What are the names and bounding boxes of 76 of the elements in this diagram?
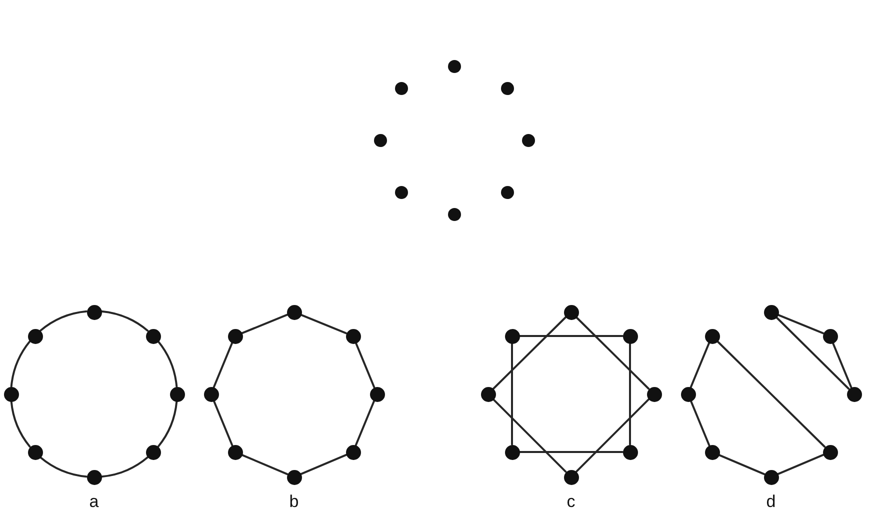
dot: [228, 328, 242, 344]
connecting-line: [354, 400, 376, 446]
connecting-line: [212, 400, 234, 446]
connecting-line: [518, 335, 624, 337]
connecting-line: [575, 398, 650, 473]
dot: [170, 386, 184, 402]
dot: [286, 304, 302, 320]
dot: [500, 186, 514, 198]
connecting-line: [716, 340, 826, 448]
panel-label: d: [766, 492, 776, 512]
dot: [764, 304, 778, 320]
dot: [504, 444, 520, 460]
connecting-line: [518, 451, 624, 453]
connecting-line: [832, 342, 852, 388]
connecting-line: [690, 400, 710, 446]
dot: [764, 470, 778, 484]
dot: [504, 328, 520, 344]
dot: [646, 386, 662, 402]
arc-line: [100, 456, 149, 478]
dot: [822, 328, 838, 344]
panel-label: c: [566, 492, 576, 512]
arc-line: [157, 400, 178, 448]
dot: [704, 328, 720, 344]
arc-line: [10, 400, 31, 448]
dot: [346, 444, 360, 460]
dot: [846, 386, 862, 402]
connecting-line: [776, 314, 824, 334]
connecting-line: [212, 342, 234, 388]
dot: [822, 444, 838, 460]
arc-line: [157, 340, 178, 388]
dot: [370, 386, 384, 402]
dot: [204, 386, 218, 402]
connecting-line: [575, 316, 650, 390]
dot: [86, 470, 102, 484]
dot: [564, 304, 578, 320]
dot: [522, 134, 534, 146]
dot: [480, 386, 496, 402]
dot: [28, 328, 42, 344]
connecting-line: [511, 342, 513, 446]
dot: [4, 386, 18, 402]
connecting-line: [354, 342, 376, 388]
connecting-line: [240, 314, 288, 334]
dot: [500, 82, 514, 94]
connecting-line: [718, 454, 766, 476]
dot: [448, 208, 460, 220]
connecting-line: [492, 398, 567, 473]
dot: [228, 444, 242, 460]
arc-line: [39, 310, 88, 332]
connecting-line: [300, 314, 348, 334]
connecting-line: [240, 454, 288, 476]
dot: [680, 386, 696, 402]
panel-label: b: [289, 492, 299, 512]
connecting-line: [300, 454, 348, 476]
connecting-line: [690, 342, 710, 388]
dot: [704, 444, 720, 460]
dot: [564, 470, 578, 484]
dot: [146, 444, 160, 460]
dot: [448, 60, 460, 72]
arc-line: [100, 310, 149, 332]
dot: [28, 444, 42, 460]
connecting-line: [629, 342, 631, 446]
dot: [394, 186, 408, 198]
arc-line: [39, 456, 88, 478]
dot: [374, 134, 386, 146]
panel-label: a: [89, 492, 99, 512]
arc-line: [10, 340, 31, 388]
connecting-line: [776, 454, 824, 476]
connecting-line: [775, 316, 850, 390]
dot: [394, 82, 408, 94]
connecting-line: [492, 316, 567, 390]
dot: [346, 328, 360, 344]
dot: [622, 444, 638, 460]
dot: [286, 470, 302, 484]
dot: [622, 328, 638, 344]
dot: [86, 304, 102, 320]
dot: [146, 328, 160, 344]
